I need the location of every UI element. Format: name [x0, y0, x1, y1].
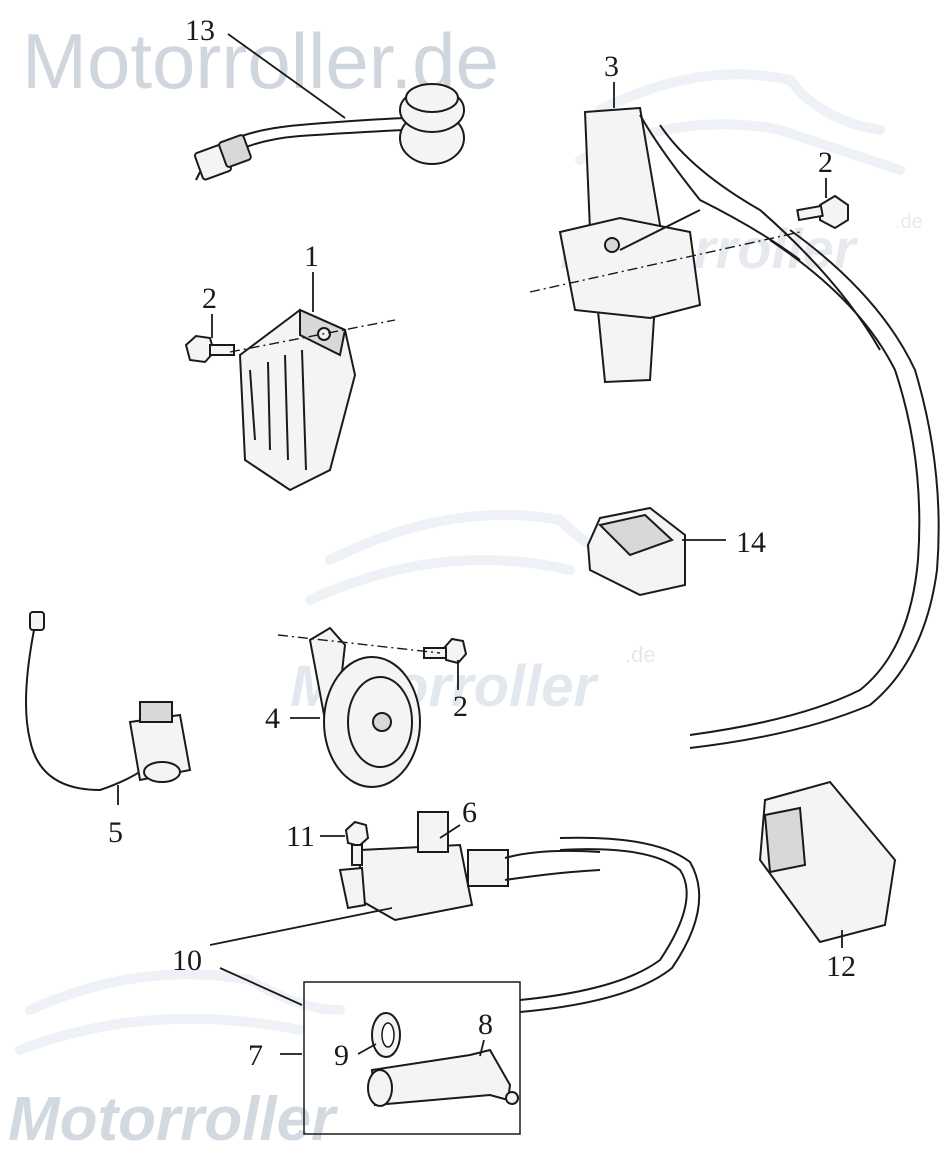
watermark-layer: Motorroller.de Motorroller .de Motorroll…: [8, 17, 923, 1154]
callout-4: 4: [265, 702, 280, 735]
part-4-horn: [308, 626, 421, 788]
detail-box-7: [303, 981, 521, 1135]
callout-3: 3: [604, 50, 619, 83]
part-13-relay: [193, 83, 465, 181]
part-9-washer: [371, 1012, 401, 1058]
watermark-mid-suffix: .de: [625, 642, 656, 667]
callout-11: 11: [286, 820, 315, 853]
part-2-bolt-left: [184, 334, 235, 364]
leader-lines: [117, 33, 843, 1057]
callout-14: 14: [736, 526, 766, 559]
part-3-ignition-coil: [558, 106, 881, 384]
watermark-bottom-text: Motorroller: [8, 1085, 338, 1154]
callout-13: 13: [185, 14, 215, 47]
callout-10: 10: [172, 944, 202, 977]
part-12-cdi: [758, 780, 897, 944]
callout-labels: 13 3 2 1 2 14 4 2 5 11 6 12 10 8 7 9: [108, 14, 856, 1072]
part-1-regulator: [238, 308, 357, 492]
callout-2-horn: 2: [453, 690, 468, 723]
part-5-starter-relay: [25, 611, 192, 792]
mount-axis-line: [529, 231, 801, 293]
part-8-plug-cap: [367, 1048, 519, 1107]
callout-5: 5: [108, 816, 123, 849]
part-2-bolt-upper-right: [796, 194, 849, 230]
callout-12: 12: [826, 950, 856, 983]
part-11-bolt: [344, 820, 370, 866]
callout-6: 6: [462, 796, 477, 829]
callout-1: 1: [304, 240, 319, 273]
horn-axis-line: [277, 634, 441, 654]
callout-2-upper-right: 2: [818, 146, 833, 179]
watermark-upper-right-suffix: .de: [895, 211, 923, 233]
part-14-cover: [586, 506, 686, 597]
callout-8: 8: [478, 1008, 493, 1041]
part-6-connector: [338, 811, 601, 922]
callout-2-left: 2: [202, 282, 217, 315]
wire-harness: [519, 229, 940, 1013]
part-2-bolt-horn: [423, 637, 468, 665]
mount-axis-line-left: [229, 319, 396, 353]
callout-9: 9: [334, 1039, 349, 1072]
callout-7: 7: [248, 1039, 263, 1072]
